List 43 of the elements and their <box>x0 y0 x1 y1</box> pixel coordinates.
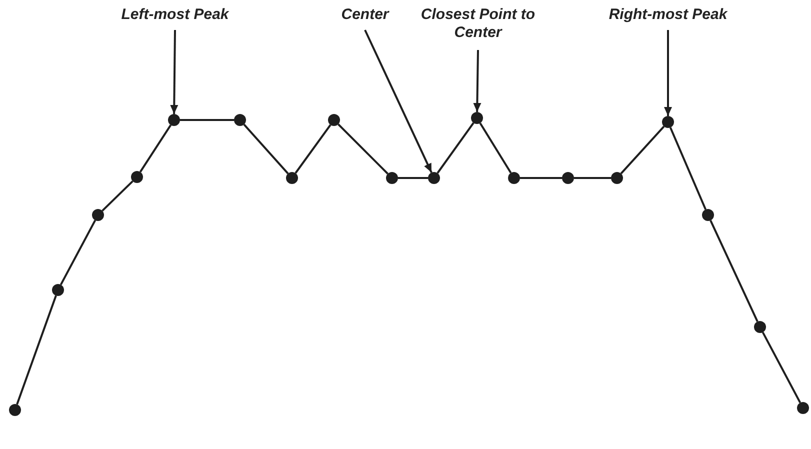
line-segment <box>294 124 332 174</box>
data-point <box>92 209 104 221</box>
line-segment <box>669 127 707 210</box>
line-segment <box>762 332 802 404</box>
data-point <box>9 404 21 416</box>
leader-arrow <box>170 30 178 114</box>
line-segment <box>574 177 611 179</box>
line-segment <box>710 220 758 322</box>
callout-label: Left-most Peak <box>105 6 245 24</box>
leader-arrow <box>364 30 432 173</box>
line-segment <box>338 124 388 174</box>
line-segment <box>479 122 512 174</box>
line-segment <box>243 124 289 174</box>
data-point <box>797 402 809 414</box>
line-segment <box>620 126 665 174</box>
data-point <box>131 171 143 183</box>
data-point <box>754 321 766 333</box>
callout-label: Right-most Peak <box>598 6 738 24</box>
line-segment <box>398 177 428 179</box>
data-point <box>662 116 674 128</box>
line-segment <box>139 124 172 173</box>
data-point <box>286 172 298 184</box>
data-point <box>328 114 340 126</box>
line-segment <box>520 177 562 179</box>
line-segment <box>180 119 234 121</box>
data-point <box>234 114 246 126</box>
data-point <box>471 112 483 124</box>
leader-arrow <box>473 50 482 112</box>
callout-label: Closest Point to Center <box>413 6 543 42</box>
line-segment <box>16 295 57 405</box>
data-point <box>508 172 520 184</box>
data-point <box>52 284 64 296</box>
callout-label: Center <box>325 6 405 24</box>
line-segment <box>436 122 474 174</box>
data-point <box>168 114 180 126</box>
leader-arrow <box>664 30 672 116</box>
line-segment <box>60 220 96 286</box>
data-point <box>428 172 440 184</box>
data-point <box>611 172 623 184</box>
line-segment <box>102 180 134 212</box>
data-point <box>702 209 714 221</box>
data-point <box>562 172 574 184</box>
data-point <box>386 172 398 184</box>
